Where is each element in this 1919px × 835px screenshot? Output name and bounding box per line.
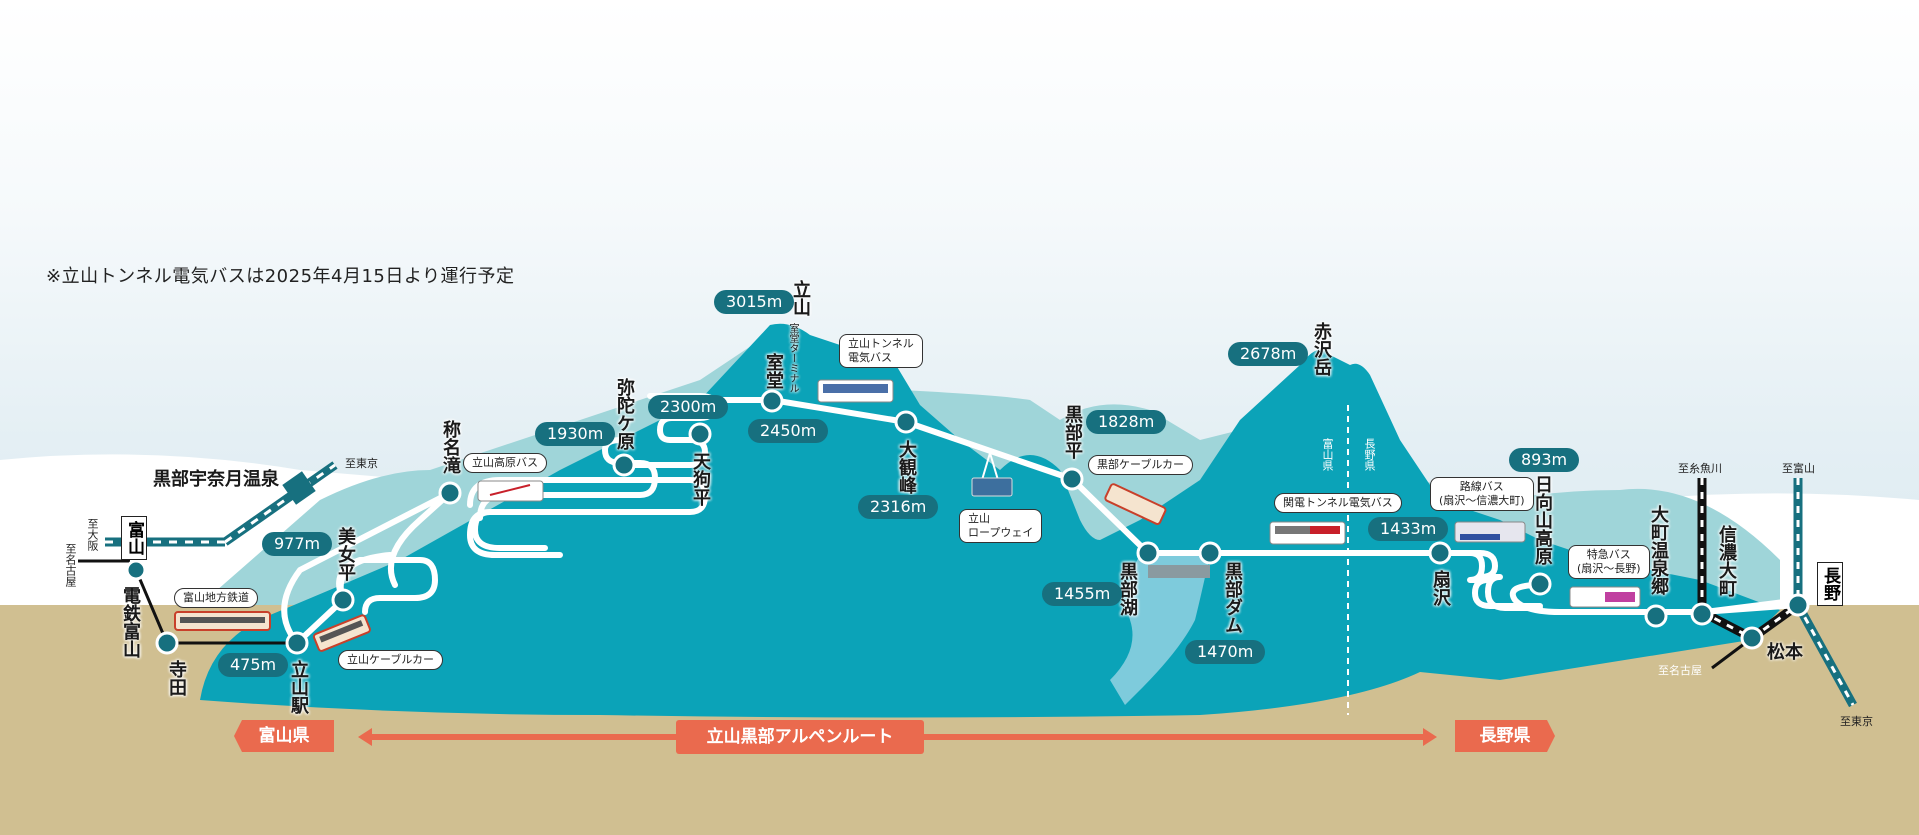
- station-label-tengudaira: 天狗平: [690, 452, 711, 506]
- kogen-bus-icon: [477, 480, 544, 502]
- elevation-badge-murodo: 2450m: [748, 419, 829, 443]
- station-kurobe-dam[interactable]: [1198, 541, 1222, 565]
- peak-label-akazawadake: 赤沢岳: [1311, 322, 1332, 376]
- station-label-shinano-omachi: 信濃大町: [1716, 525, 1737, 597]
- peak-label-tateyama: 立山: [790, 280, 811, 316]
- direction-tokyo-bottom: 至東京: [1840, 715, 1873, 728]
- callout-tateyama-cable-car: 立山ケーブルカー: [338, 650, 444, 670]
- station-midagahara[interactable]: [612, 453, 636, 477]
- elevation-badge-tateyama: 3015m: [714, 290, 795, 314]
- kurobe-dam: [1148, 565, 1210, 578]
- station-label-shomyo: 称名滝: [440, 420, 461, 474]
- station-kurobedaira[interactable]: [1060, 467, 1084, 491]
- station-label-kurobe-unazuki: 黒部宇奈月温泉: [153, 469, 279, 490]
- shinkansen-south-dash: [1796, 604, 1855, 706]
- direction-tokyo-top: 至東京: [345, 457, 378, 470]
- station-daikanbo[interactable]: [894, 410, 918, 434]
- station-label-tateyama: 立山駅: [288, 660, 309, 714]
- station-bijodaira[interactable]: [331, 588, 355, 612]
- cable-car-icon-tateyama: [312, 614, 371, 652]
- elevation-badge-kurobeko: 1455m: [1042, 582, 1123, 606]
- station-label-hinatayama: 日向山高原: [1532, 475, 1553, 565]
- elevation-badge-tengudaira: 2300m: [648, 395, 729, 419]
- station-label-kurobedaira: 黒部平: [1062, 405, 1083, 459]
- alpine-route-path: [281, 393, 1803, 646]
- elevation-badge-tateyama-station: 475m: [218, 653, 289, 677]
- express-bus-icon: [1569, 586, 1641, 608]
- station-ogizawa[interactable]: [1428, 541, 1452, 565]
- callout-express-bus: 特急バス (扇沢〜長野): [1568, 545, 1650, 579]
- kanden-bus-icon: [1269, 521, 1346, 545]
- route-title-banner: 立山黒部アルペンルート: [676, 720, 924, 754]
- route-bus-icon: [1454, 521, 1526, 543]
- callout-toyama-chiho-railway: 富山地方鉄道: [174, 588, 258, 608]
- station-label-kurobe-dam: 黒部ダム: [1222, 562, 1243, 634]
- direction-nagoya-left: 至名古屋: [64, 543, 77, 587]
- station-kurobeko[interactable]: [1136, 541, 1160, 565]
- elevation-badge-akazawadake: 2678m: [1228, 342, 1309, 366]
- station-label-nagano[interactable]: 長野: [1817, 562, 1843, 606]
- station-label-toyama[interactable]: 富山: [121, 516, 147, 560]
- direction-itoigawa: 至糸魚川: [1678, 462, 1722, 475]
- callout-tateyama-ropeway: 立山 ロープウェイ: [959, 509, 1043, 543]
- station-omachi-onsenkyo[interactable]: [1644, 604, 1668, 628]
- elevation-badge-ogizawa: 1433m: [1368, 517, 1449, 541]
- kurobe-cable-car-icon: [1104, 483, 1167, 525]
- station-markers: [125, 389, 1810, 655]
- callout-tateyama-kogen-bus: 立山高原バス: [463, 453, 547, 473]
- station-tengudaira[interactable]: [688, 422, 712, 446]
- chiho-train-icon: [174, 611, 271, 631]
- direction-osaka: 至大阪: [86, 518, 99, 551]
- station-tateyama[interactable]: [285, 631, 309, 655]
- arrow-left-head: [358, 728, 372, 746]
- callout-route-bus: 路線バス (扇沢〜信濃大町): [1430, 477, 1534, 511]
- station-label-murodo: 室堂: [763, 353, 784, 389]
- tunnel-bus-icon: [817, 379, 894, 403]
- station-label-matsumoto: 松本: [1767, 642, 1803, 663]
- station-label-murodo-terminal: 室堂ターミナル: [787, 323, 798, 393]
- station-murodo[interactable]: [760, 389, 784, 413]
- station-label-ogizawa: 扇沢: [1430, 570, 1451, 606]
- station-matsumoto[interactable]: [1740, 626, 1764, 650]
- station-label-terada: 寺田: [166, 660, 187, 696]
- callout-kanden-tunnel-bus: 関電トンネル電気バス: [1274, 493, 1402, 513]
- station-label-daikanbo: 大観峰: [896, 440, 917, 494]
- station-label-bijodaira: 美女平: [335, 527, 356, 581]
- elevation-badge-kurobe-dam: 1470m: [1185, 640, 1266, 664]
- chiho-railway-line: [134, 569, 169, 644]
- elevation-badge-hinatayama: 893m: [1509, 448, 1580, 472]
- kurobe-unazuki-station: [282, 471, 316, 505]
- station-nagano[interactable]: [1786, 593, 1810, 617]
- elevation-badge-midagahara: 1930m: [535, 422, 616, 446]
- station-dentetsu-toyama[interactable]: [125, 559, 147, 581]
- line-shinano-omachi-nagano: [1701, 602, 1799, 615]
- notice-text: ※立山トンネル電気バスは2025年4月15日より運行予定: [46, 266, 515, 287]
- station-label-dentetsu-toyama: 電鉄富山: [120, 586, 141, 658]
- station-label-kurobeko: 黒部湖: [1117, 562, 1138, 616]
- station-label-midagahara: 弥陀ケ原: [614, 378, 635, 450]
- direction-toyama-right: 至富山: [1782, 462, 1815, 475]
- station-hinatayama[interactable]: [1528, 572, 1552, 596]
- elevation-badge-kurobedaira: 1828m: [1086, 410, 1167, 434]
- station-shomyo[interactable]: [438, 481, 462, 505]
- direction-nagoya-right: 至名古屋: [1658, 664, 1702, 677]
- prefecture-tag-toyama: 富山県: [234, 720, 334, 752]
- elevation-badge-daikanbo: 2316m: [858, 495, 939, 519]
- arrow-right-head: [1423, 728, 1437, 746]
- station-label-omachi-onsenkyo: 大町温泉郷: [1648, 505, 1669, 595]
- kurobe-lake: [1110, 555, 1210, 705]
- station-terada[interactable]: [155, 631, 179, 655]
- ropeway-icon: [971, 452, 1013, 497]
- shinkansen-dash: [224, 463, 336, 544]
- border-label-nagano: 長野県: [1363, 438, 1376, 471]
- elevation-badge-bijodaira: 977m: [262, 532, 333, 556]
- station-shinano-omachi[interactable]: [1690, 602, 1714, 626]
- prefecture-tag-nagano: 長野県: [1455, 720, 1555, 752]
- callout-tunnel-electric-bus: 立山トンネル 電気バス: [839, 334, 923, 368]
- border-label-toyama: 富山県: [1321, 438, 1334, 471]
- callout-kurobe-cable-car: 黒部ケーブルカー: [1088, 455, 1194, 475]
